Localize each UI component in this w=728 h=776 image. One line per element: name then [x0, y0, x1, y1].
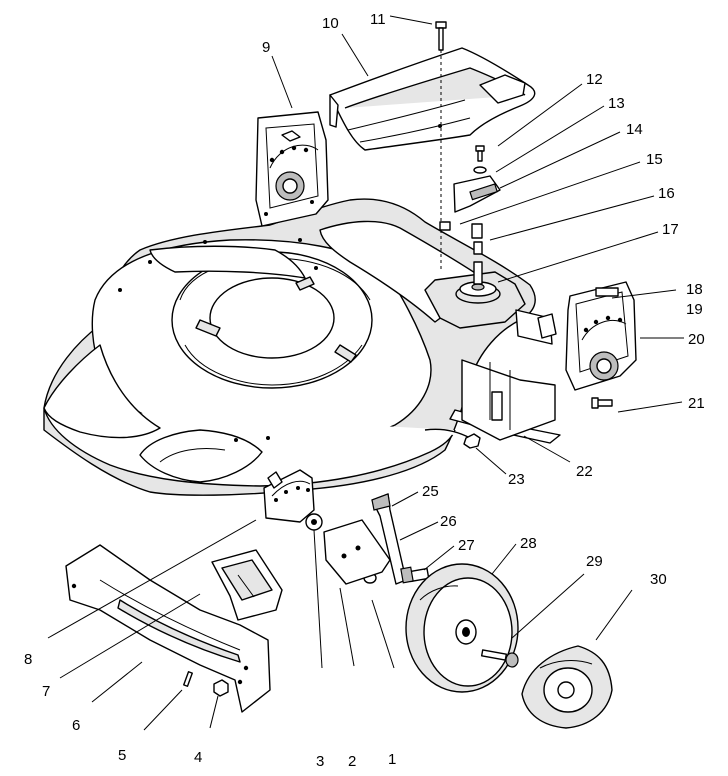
callout-13: 13 [608, 95, 625, 112]
rear-door-flap [329, 47, 536, 151]
callout-3: 3 [316, 753, 324, 770]
adjuster-plate-right [565, 281, 637, 409]
callout-2: 2 [348, 753, 356, 770]
callout-12: 12 [586, 71, 603, 88]
callout-15: 15 [646, 151, 663, 168]
wheel [405, 563, 519, 693]
callout-16: 16 [658, 185, 675, 202]
callout-11: 11 [370, 11, 386, 28]
callout-30: 30 [650, 571, 667, 588]
callout-7: 7 [42, 683, 50, 700]
baffle-bracket [211, 549, 283, 621]
axle-bolt [480, 649, 519, 668]
callout-1: 1 [388, 751, 396, 768]
callout-4: 4 [194, 749, 202, 766]
leader-lines [47, 15, 684, 731]
callout-27: 27 [458, 537, 475, 554]
callout-10: 10 [322, 15, 339, 32]
mower-deck-housing [43, 198, 561, 496]
callout-23: 23 [508, 471, 525, 488]
callout-9: 9 [262, 39, 270, 56]
wheel-bolt [400, 566, 430, 584]
callout-8: 8 [24, 651, 32, 668]
callout-21: 21 [688, 395, 705, 412]
front-height-adjuster [263, 469, 315, 523]
front-skirt [65, 544, 271, 713]
callout-25: 25 [422, 483, 439, 500]
callout-18: 18 [686, 281, 703, 298]
callout-19: 19 [686, 301, 703, 318]
small-hardware [183, 513, 377, 697]
bolt-11 [435, 21, 447, 270]
callout-6: 6 [72, 717, 80, 734]
callout-numbers: 1 2 3 4 5 6 7 8 9 10 11 12 13 14 15 16 1… [24, 11, 705, 770]
pulley-17 [455, 261, 501, 304]
callout-17: 17 [662, 221, 679, 238]
callout-26: 26 [440, 513, 457, 530]
adjuster-plate-upper-left [255, 111, 329, 227]
hubcap [521, 645, 613, 729]
bracket-assembly [439, 145, 501, 255]
callout-29: 29 [586, 553, 603, 570]
callout-22: 22 [576, 463, 593, 480]
wheel-bracket [323, 519, 391, 585]
callout-5: 5 [118, 747, 126, 764]
callout-20: 20 [688, 331, 705, 348]
callout-14: 14 [626, 121, 643, 138]
callout-28: 28 [520, 535, 537, 552]
rear-axle-cover [461, 309, 557, 449]
